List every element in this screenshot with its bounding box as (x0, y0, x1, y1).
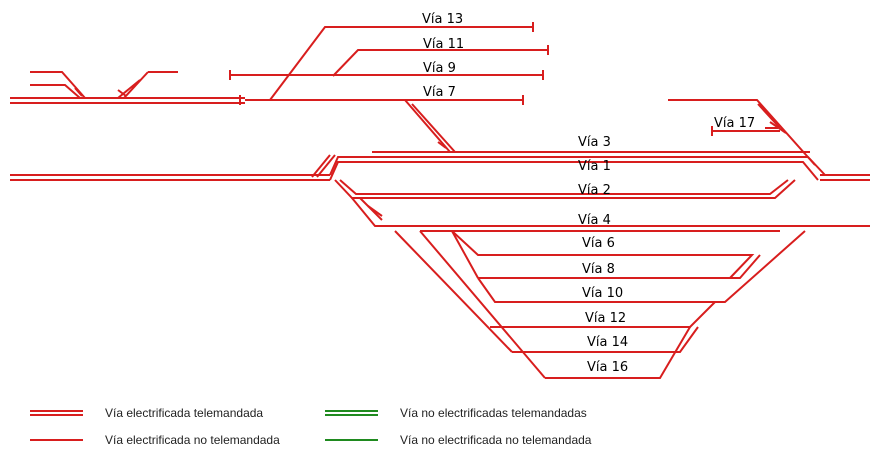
label-via16: Vía 16 (587, 360, 628, 375)
label-via17: Vía 17 (714, 116, 755, 131)
track-via17 (668, 99, 816, 166)
track-diagram: Vía 13 Vía 11 Vía 9 Vía 7 Vía 17 Vía 3 V… (10, 12, 870, 379)
legend-item-not-electrified-remote: Vía no electrificadas telemandadas (325, 406, 587, 420)
legend: Vía electrificada telemandada Vía electr… (0, 400, 889, 461)
track-via2 (334, 179, 796, 199)
track-via16 (545, 326, 691, 379)
track-via1 (329, 156, 826, 181)
track-via1-main-right (820, 174, 870, 181)
legend-item-not-electrified-not-remote: Vía no electrificada no telemandada (325, 433, 591, 447)
track-via10 (477, 230, 806, 303)
legend-label: Vía no electrificadas telemandadas (400, 406, 587, 420)
track-via6-line (451, 230, 755, 279)
label-via6: Vía 6 (582, 236, 615, 251)
track-via14 (512, 326, 699, 353)
track-via6 (419, 230, 780, 379)
label-via12: Vía 12 (585, 311, 626, 326)
legend-label: Vía no electrificada no telemandada (400, 433, 592, 447)
label-via9: Vía 9 (423, 61, 456, 76)
track-via11 (332, 49, 548, 77)
label-via8: Vía 8 (582, 262, 615, 277)
label-via13: Vía 13 (422, 12, 463, 27)
label-via11: Vía 11 (423, 37, 464, 52)
label-via7: Vía 7 (423, 85, 456, 100)
label-via2: Vía 2 (578, 183, 611, 198)
label-via4: Vía 4 (578, 213, 611, 228)
double-red-line-icon (30, 410, 83, 416)
track-via8 (451, 230, 761, 279)
label-via14: Vía 14 (587, 335, 628, 350)
label-via10: Vía 10 (582, 286, 623, 301)
legend-item-electrified-not-remote: Vía electrificada no telemandada (30, 433, 280, 447)
double-green-line-icon (325, 410, 378, 416)
track-via4 (351, 197, 870, 227)
single-green-line-icon (325, 437, 378, 443)
legend-item-electrified-remote: Vía electrificada telemandada (30, 406, 263, 420)
legend-label: Vía electrificada telemandada (105, 406, 264, 420)
track-via13 (269, 26, 533, 101)
track-via7-lead (10, 97, 245, 104)
single-red-line-icon (30, 437, 83, 443)
label-via3: Vía 3 (578, 135, 611, 150)
label-via1: Vía 1 (578, 159, 611, 174)
track-via1-main-left (10, 174, 330, 181)
legend-label: Vía electrificada no telemandada (105, 433, 280, 447)
